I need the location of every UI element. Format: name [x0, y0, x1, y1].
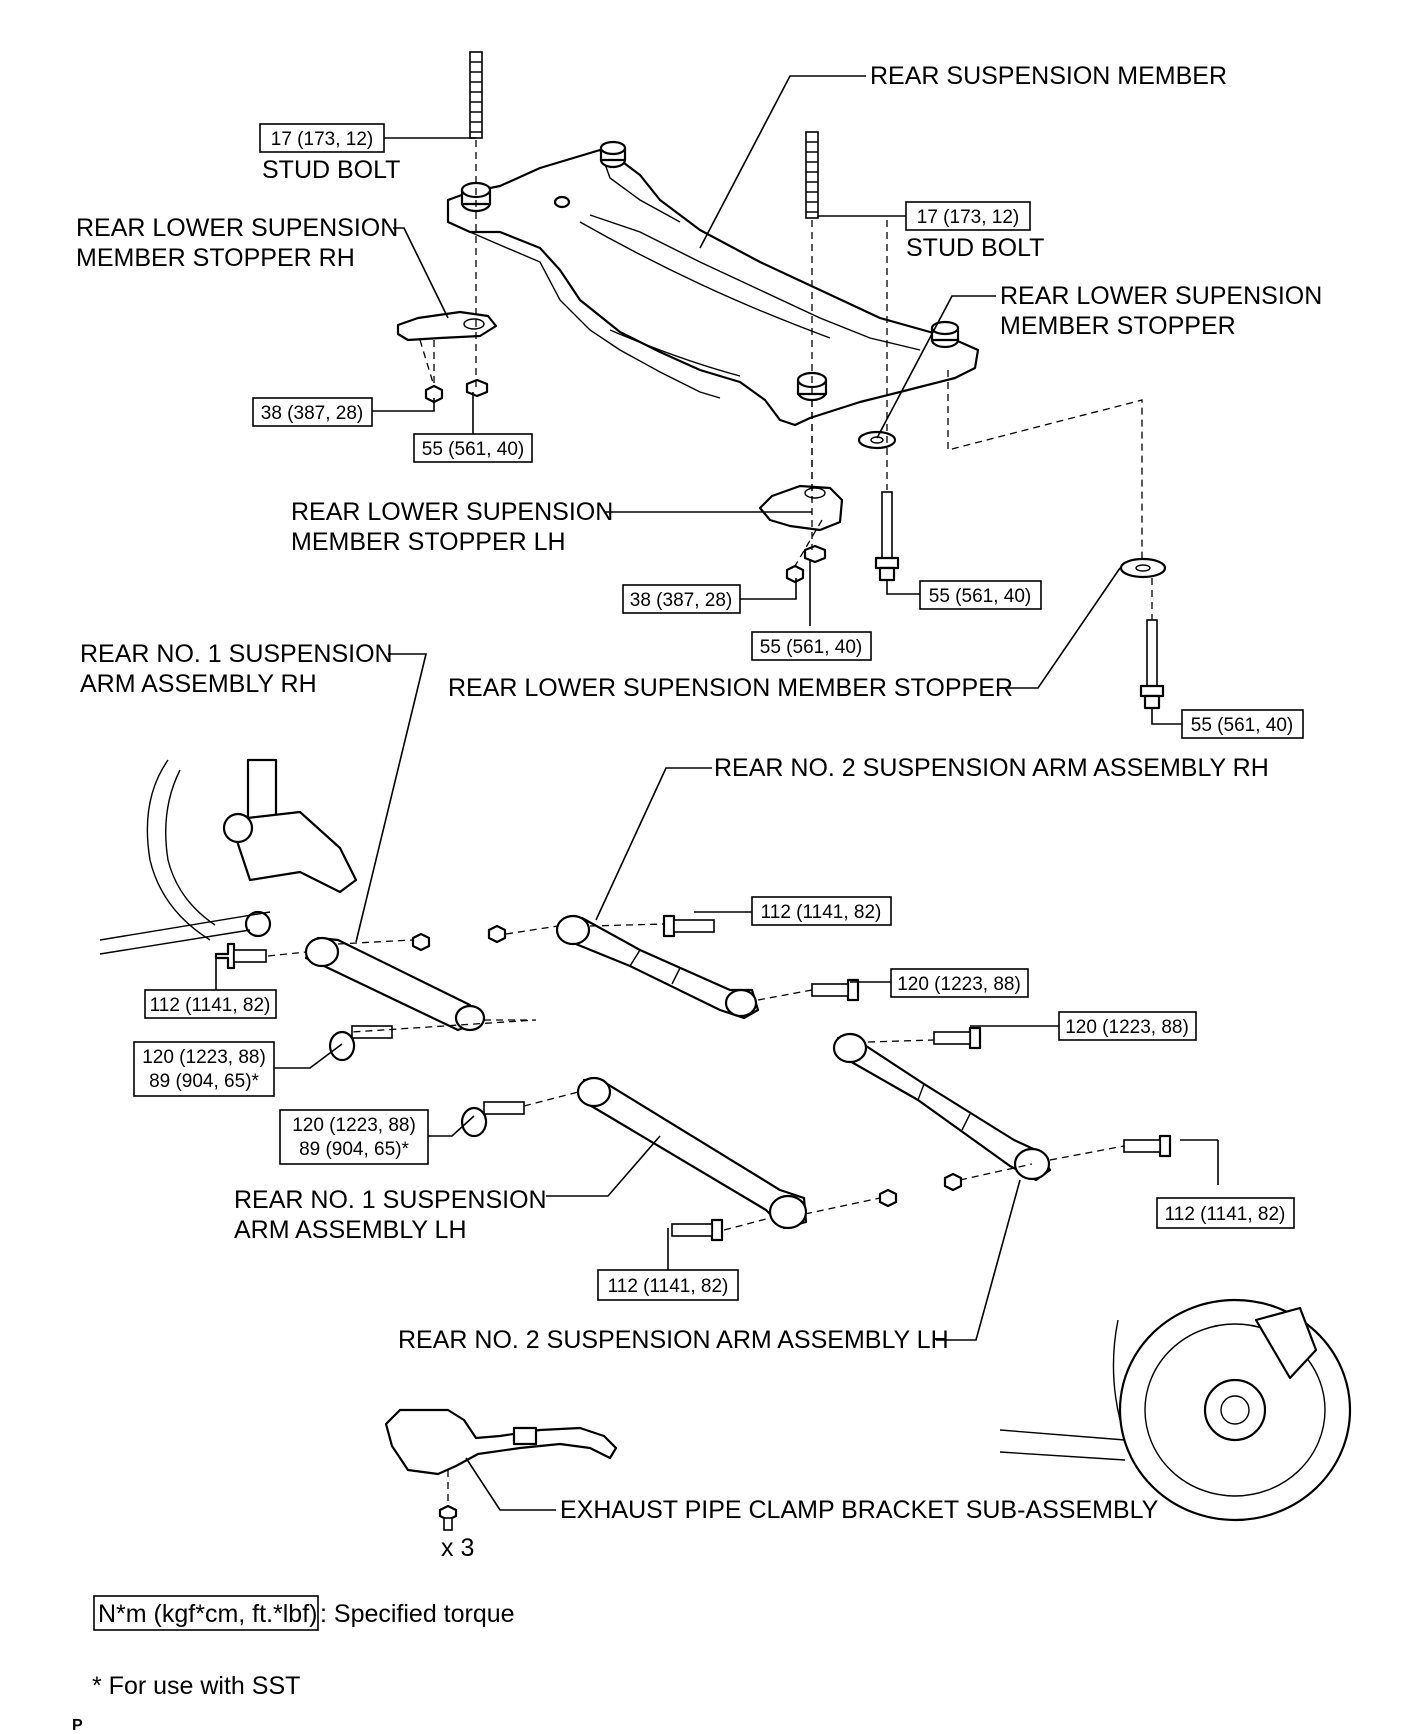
torque-value: 17 (173, 12): [271, 129, 373, 150]
torque-value: 112 (1141, 82): [150, 995, 271, 1016]
stopper-washer-upper-part: [857, 430, 897, 450]
leader-lines: [215, 75, 1219, 1511]
label-stopper-upper-line2: MEMBER STOPPER: [1000, 312, 1236, 340]
stud-bolt-right-part: [805, 131, 819, 219]
legend-unit-description: : Specified torque: [320, 1600, 515, 1628]
torque-value: 55 (561, 40): [760, 637, 862, 658]
stopper-washer-lower-part: [1119, 557, 1167, 579]
bracket-bolt-part: [438, 1504, 458, 1531]
torque-value: 120 (1223, 88): [897, 974, 1021, 995]
label-stopper-rh-line2: MEMBER STOPPER RH: [76, 244, 355, 272]
label-stopper-lh-line1: REAR LOWER SUPENSION: [291, 498, 613, 526]
knuckle-hub-left-part: [99, 758, 358, 955]
torque-value: 55 (561, 40): [1191, 715, 1293, 736]
label-stud-bolt-left: STUD BOLT: [262, 156, 400, 184]
legend-unit-box: N*m (kgf*cm, ft.*lbf): [98, 1600, 317, 1628]
label-arm2-rh: REAR NO. 2 SUSPENSION ARM ASSEMBLY RH: [714, 754, 1269, 782]
stopper-lh-part: [758, 484, 844, 532]
label-stopper-upper-line1: REAR LOWER SUPENSION: [1000, 282, 1322, 310]
torque-value-sst: 89 (904, 65)*: [299, 1139, 409, 1160]
stud-bolt-left-part: [469, 51, 483, 139]
brake-disc-right-part: [999, 1298, 1352, 1522]
arm2-rh-part: [555, 914, 760, 1020]
arm2-lh-part: [832, 1032, 1052, 1182]
torque-value: 112 (1141, 82): [761, 902, 882, 923]
torque-value: 120 (1223, 88): [1065, 1017, 1189, 1038]
torque-value: 17 (173, 12): [917, 207, 1019, 228]
arm1-rh-part: [304, 936, 486, 1032]
arm-bolt-part: [214, 914, 1172, 1242]
label-stopper-lh-line2: MEMBER STOPPER LH: [291, 528, 566, 556]
torque-value: 38 (387, 28): [261, 403, 363, 424]
label-arm1-rh-line1: REAR NO. 1 SUSPENSION: [80, 640, 393, 668]
label-arm1-lh-line2: ARM ASSEMBLY LH: [234, 1216, 467, 1244]
torque-value: 120 (1223, 88): [292, 1115, 416, 1136]
legend: N*m (kgf*cm, ft.*lbf) : Specified torque…: [72, 1595, 515, 1734]
arm1-lh-part: [576, 1076, 808, 1230]
arm-nut-part: [411, 924, 963, 1208]
torque-value: 55 (561, 40): [929, 586, 1031, 607]
torque-value: 112 (1141, 82): [1165, 1204, 1286, 1225]
rear-suspension-member-part: [446, 140, 980, 427]
label-arm2-lh: REAR NO. 2 SUSPENSION ARM ASSEMBLY LH: [398, 1326, 949, 1354]
stopper-rh-part: [396, 310, 498, 342]
legend-sst-note: * For use with SST: [92, 1672, 300, 1700]
exhaust-bracket-part: [384, 1408, 618, 1476]
label-stud-bolt-right: STUD BOLT: [906, 234, 1044, 262]
label-stopper-rh-line1: REAR LOWER SUPENSION: [76, 214, 398, 242]
torque-value: 38 (387, 28): [630, 590, 732, 611]
torque-value: 112 (1141, 82): [608, 1276, 729, 1297]
label-rear-suspension-member: REAR SUSPENSION MEMBER: [870, 62, 1227, 90]
label-arm1-rh-line2: ARM ASSEMBLY RH: [80, 670, 317, 698]
label-exhaust-bracket: EXHAUST PIPE CLAMP BRACKET SUB-ASSEMBLY: [560, 1496, 1159, 1524]
label-quantity: x 3: [441, 1534, 474, 1562]
nut-part: [424, 378, 827, 584]
torque-value-sst: 89 (904, 65)*: [149, 1071, 259, 1092]
part-labels: REAR SUSPENSION MEMBER STUD BOLT STUD BO…: [76, 62, 1322, 1562]
label-stopper-lower: REAR LOWER SUPENSION MEMBER STOPPER: [448, 674, 1013, 702]
torque-value: 120 (1223, 88): [142, 1047, 266, 1068]
torque-boxes: 17 (173, 12) 17 (173, 12) 38 (387, 28) 5…: [133, 123, 1304, 1301]
corner-mark: P: [72, 1717, 83, 1734]
label-arm1-lh-line1: REAR NO. 1 SUSPENSION: [234, 1186, 547, 1214]
alignment-lines: [267, 140, 1153, 1506]
torque-value: 55 (561, 40): [422, 439, 524, 460]
